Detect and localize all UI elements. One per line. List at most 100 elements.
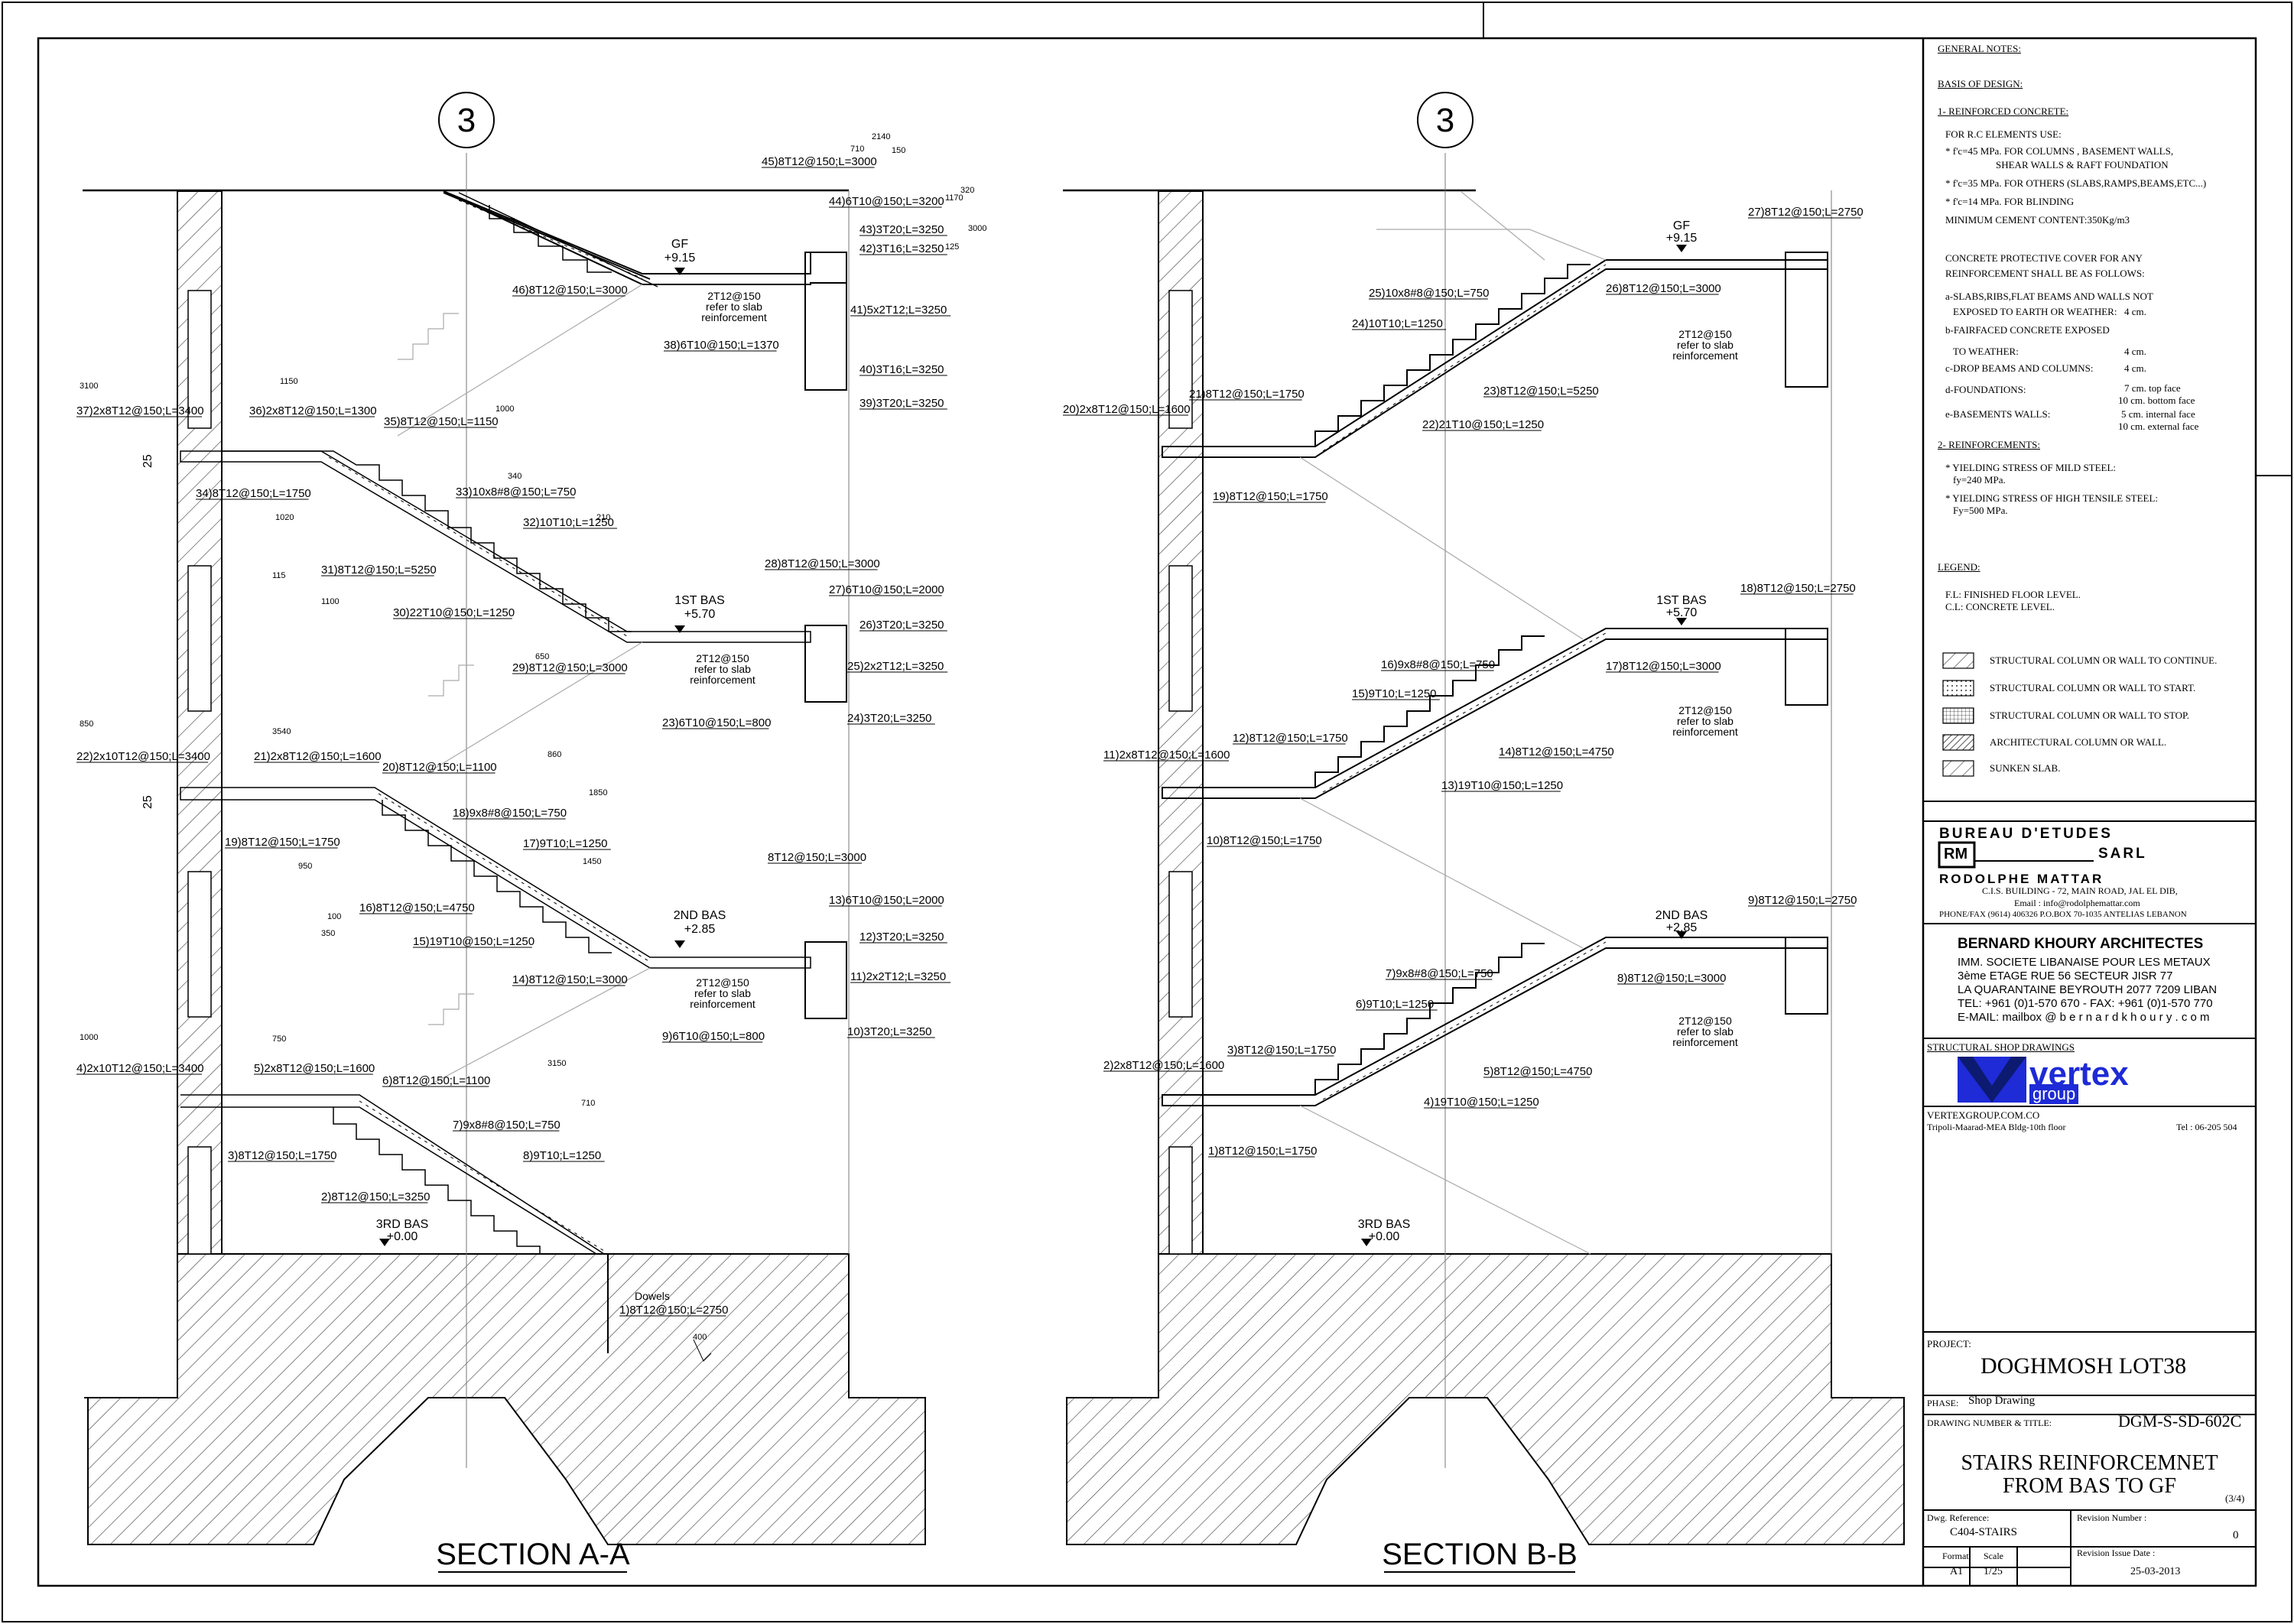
rebar-callout: 17)9T10;L=1250 xyxy=(523,837,608,850)
legend-swatch-arch xyxy=(1942,734,1974,751)
rebar-callout: 18)8T12@150;L=2750 xyxy=(1740,582,1856,595)
rebar-callout: 16)9x8#8@150;L=750 xyxy=(1381,658,1495,671)
rebar-callout: 29)8T12@150;L=3000 xyxy=(512,661,628,674)
shop-site: VERTEXGROUP.COM.CO xyxy=(1927,1109,2040,1121)
rebar-callout: 33)10x8#8@150;L=750 xyxy=(456,486,576,499)
foundation-b xyxy=(1066,1253,1905,1545)
rebar-callout: 14)8T12@150;L=4750 xyxy=(1499,745,1614,758)
rebar-callout: 18)9x8#8@150;L=750 xyxy=(453,807,567,820)
slab-note: 2T12@150 xyxy=(707,290,761,302)
level-elev: +0.00 xyxy=(387,1230,418,1243)
shop-tel: Tel : 06-205 504 xyxy=(2176,1122,2237,1132)
cover-value: 5 cm. internal face xyxy=(2121,408,2195,420)
rebar-callout: 19)8T12@150;L=1750 xyxy=(225,836,340,849)
rebar-callout: 44)6T10@150;L=3200 xyxy=(829,195,944,208)
title-block-lines xyxy=(1923,801,2256,1586)
bend-dimension: 3000 xyxy=(968,224,986,233)
bend-dimension: 320 xyxy=(960,186,974,195)
note-line: * f'c=14 MPa. FOR BLINDING xyxy=(1945,196,2075,207)
project-label: PROJECT: xyxy=(1927,1338,1971,1350)
architect-line: TEL: +961 (0)1-570 670 - FAX: +961 (0)1-… xyxy=(1958,997,2213,1010)
bend-dimension: 340 xyxy=(508,472,522,481)
cover-value: 4 cm. xyxy=(2124,306,2146,317)
rebar-callout: 25)2x2T12;L=3250 xyxy=(847,660,944,673)
rebar-callout: 6)8T12@150;L=1100 xyxy=(382,1074,490,1087)
axis-marker-a xyxy=(438,92,1474,148)
rebar-callout: 11)2x2T12;L=3250 xyxy=(850,970,946,983)
rebar-callout: 24)3T20;L=3250 xyxy=(847,712,932,725)
level-name: 1ST BAS xyxy=(1656,594,1707,607)
level-elev: +9.15 xyxy=(1666,232,1698,245)
rebar-callout: 23)6T10@150;L=800 xyxy=(662,716,771,729)
rebar-callout: 4)19T10@150;L=1250 xyxy=(1424,1096,1539,1109)
section-a-a xyxy=(83,153,926,1545)
rebar-callout: 14)8T12@150;L=3000 xyxy=(512,973,628,986)
rebar-callout: 34)8T12@150;L=1750 xyxy=(196,487,311,500)
bar-callouts-a: 1)8T12@150;L=27502)8T12@150;L=32503)8T12… xyxy=(76,155,951,1317)
rebar-callout: 5)8T12@150;L=4750 xyxy=(1483,1065,1592,1078)
legend-swatch-continue xyxy=(1942,652,1974,669)
bend-dimension: 3100 xyxy=(80,382,98,391)
cover-value: 4 cm. xyxy=(2124,346,2146,357)
rebar-callout: 3)8T12@150;L=1750 xyxy=(1227,1044,1336,1057)
rebar-callout: 22)2x10T12@150;L=3400 xyxy=(76,750,210,763)
rebar-callout: 13)6T10@150;L=2000 xyxy=(829,894,944,907)
rebar-callout: 8T12@150;L=3000 xyxy=(768,851,866,864)
rebar-callout: 27)6T10@150;L=2000 xyxy=(829,583,944,596)
reference-value: C404-STAIRS xyxy=(1950,1526,2017,1538)
rebar-callout: 12)8T12@150;L=1750 xyxy=(1233,732,1348,745)
rebar-callout: 9)8T12@150;L=2750 xyxy=(1748,894,1857,907)
rebar-callout: 17)8T12@150;L=3000 xyxy=(1606,660,1721,673)
slab-note: refer to slab xyxy=(1677,1025,1733,1038)
architect-line: 3ème ETAGE RUE 56 SECTEUR JISR 77 xyxy=(1958,970,2173,983)
cover-value: 10 cm. bottom face xyxy=(2118,395,2195,406)
slab-notes: 2T12@150 refer to slab reinforcement 2T1… xyxy=(690,290,1738,1048)
cover-item: c-DROP BEAMS AND COLUMNS: xyxy=(1945,362,2094,374)
bend-dimension: 2140 xyxy=(872,132,890,141)
bend-dimension: 1150 xyxy=(280,377,298,386)
cover-item: d-FOUNDATIONS: xyxy=(1945,384,2026,395)
rebar-callout: 45)8T12@150;L=3000 xyxy=(762,155,877,168)
level-elev: +5.70 xyxy=(684,608,716,621)
rebar-callout: 21)8T12@150;L=1750 xyxy=(1189,388,1305,401)
architect-name: BERNARD KHOURY ARCHITECTES xyxy=(1958,936,2204,952)
rebar-callout: 10)3T20;L=3250 xyxy=(847,1025,932,1038)
rebar-callout: 30)22T10@150;L=1250 xyxy=(393,606,515,619)
reference-label: Dwg. Reference: xyxy=(1927,1512,1990,1523)
legend-item: STRUCTURAL COLUMN OR WALL TO CONTINUE. xyxy=(1990,654,2218,666)
dowels-label: Dowels xyxy=(635,1290,670,1302)
rebar-callout: 7)9x8#8@150;L=750 xyxy=(453,1119,561,1132)
level-name: GF xyxy=(671,238,688,251)
legend-swatch-sunken xyxy=(1942,760,1974,777)
bureau-logo: RM xyxy=(1944,846,1968,862)
note-line: MINIMUM CEMENT CONTENT:350Kg/m3 xyxy=(1945,214,2130,226)
slab-note: reinforcement xyxy=(690,674,755,686)
slab-note: 2T12@150 xyxy=(1678,704,1732,716)
slab-note: 2T12@150 xyxy=(696,976,749,989)
notes-header: GENERAL NOTES: xyxy=(1938,43,2021,54)
rebar-callout: 5)2x8T12@150;L=1600 xyxy=(254,1062,375,1075)
rebar-callout: 37)2x8T12@150;L=3400 xyxy=(76,404,204,417)
rebar-callout: 20)8T12@150;L=1100 xyxy=(382,761,497,774)
cover-value: 10 cm. external face xyxy=(2118,421,2199,432)
note-line: Fy=500 MPa. xyxy=(1953,505,2008,516)
sheet-index: (3/4) xyxy=(2225,1492,2245,1504)
rebar-callout: 2)8T12@150;L=3250 xyxy=(321,1190,430,1203)
bend-dimension: 210 xyxy=(596,513,610,522)
phase-value: Shop Drawing xyxy=(1968,1395,2036,1407)
rebar-callout: 42)3T16;L=3250 xyxy=(859,242,944,255)
level-name: 2ND BAS xyxy=(1656,909,1708,922)
level-labels: GF +9.15 1ST BAS +5.70 2ND BAS +2.85 3RD… xyxy=(376,219,1708,1243)
slab-note: reinforcement xyxy=(701,311,767,323)
level-elev: +2.85 xyxy=(1666,921,1698,934)
bend-dimension: 100 xyxy=(327,912,341,921)
bend-dimension: 950 xyxy=(298,862,312,871)
foundation-a xyxy=(87,1253,926,1545)
rebar-callout: 46)8T12@150;L=3000 xyxy=(512,284,628,297)
note-line: FOR R.C ELEMENTS USE: xyxy=(1945,128,2062,140)
rebar-callout: 43)3T20;L=3250 xyxy=(859,223,944,236)
rebar-callout: 40)3T16;L=3250 xyxy=(859,363,944,376)
bureau-email: Email : info@rodolphemattar.com xyxy=(2014,898,2140,908)
level-elev: +9.15 xyxy=(664,252,696,265)
